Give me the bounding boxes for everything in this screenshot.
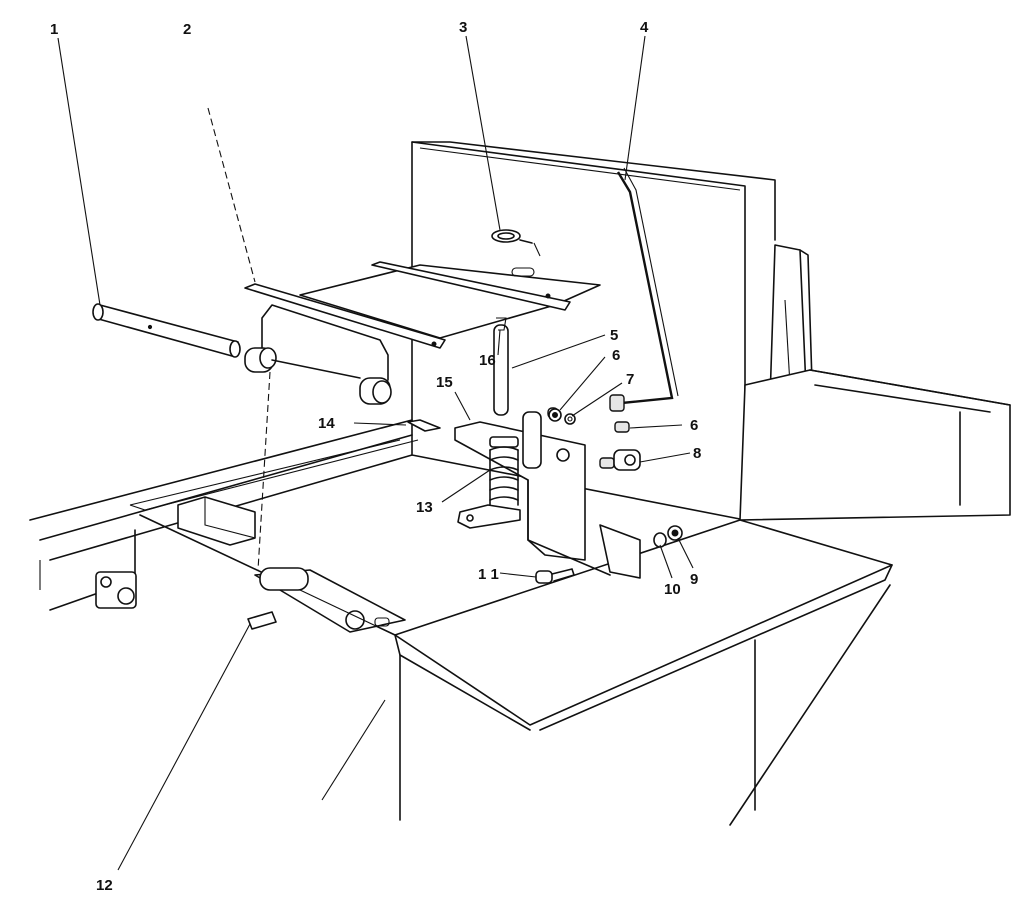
callout-15: 15: [436, 374, 453, 391]
part-bracket-arm: [244, 304, 392, 405]
part-nut-6a: [548, 408, 562, 422]
callout-5: 5: [610, 327, 618, 344]
part-washer-7: [564, 413, 576, 425]
callout-10: 10: [664, 581, 681, 598]
callout-2: 2: [183, 21, 191, 38]
part-nut-9: [667, 525, 683, 541]
callout-6a: 6: [612, 347, 620, 364]
callout-14: 14: [318, 415, 335, 432]
part-spring-13: [457, 436, 521, 529]
callout-7: 7: [626, 371, 634, 388]
callout-12: 12: [96, 877, 113, 894]
part-bolt-11: [535, 568, 575, 584]
part-pin-5: [493, 317, 509, 416]
machine-frame: [29, 141, 1011, 826]
callout-6b: 6: [690, 417, 698, 434]
callout-13: 13: [416, 499, 433, 516]
part-screw-8: [599, 449, 641, 471]
part-rod-1: [92, 303, 241, 358]
part-washer-10: [653, 532, 667, 548]
linkage-parts: [92, 167, 683, 630]
part-ring-3: [491, 229, 533, 244]
part-nut-6b: [614, 421, 630, 433]
part-plate-2: [244, 261, 601, 349]
part-plate-14: [407, 419, 441, 432]
part-pin-12: [247, 611, 277, 630]
callout-16: 16: [479, 352, 496, 369]
callout-1: 1: [50, 21, 58, 38]
callout-4: 4: [640, 19, 649, 36]
callout-8: 8: [693, 445, 701, 462]
leader-lines: [57, 35, 694, 871]
callout-11: 1 1: [478, 566, 499, 583]
part-rod-4: [609, 167, 679, 412]
callout-3: 3: [459, 19, 467, 36]
callout-9: 9: [690, 571, 698, 588]
callout-labels: 1 2 3 4 5 6 7 6 8 9 10 1 1 12 13 14 15 1…: [50, 19, 701, 894]
